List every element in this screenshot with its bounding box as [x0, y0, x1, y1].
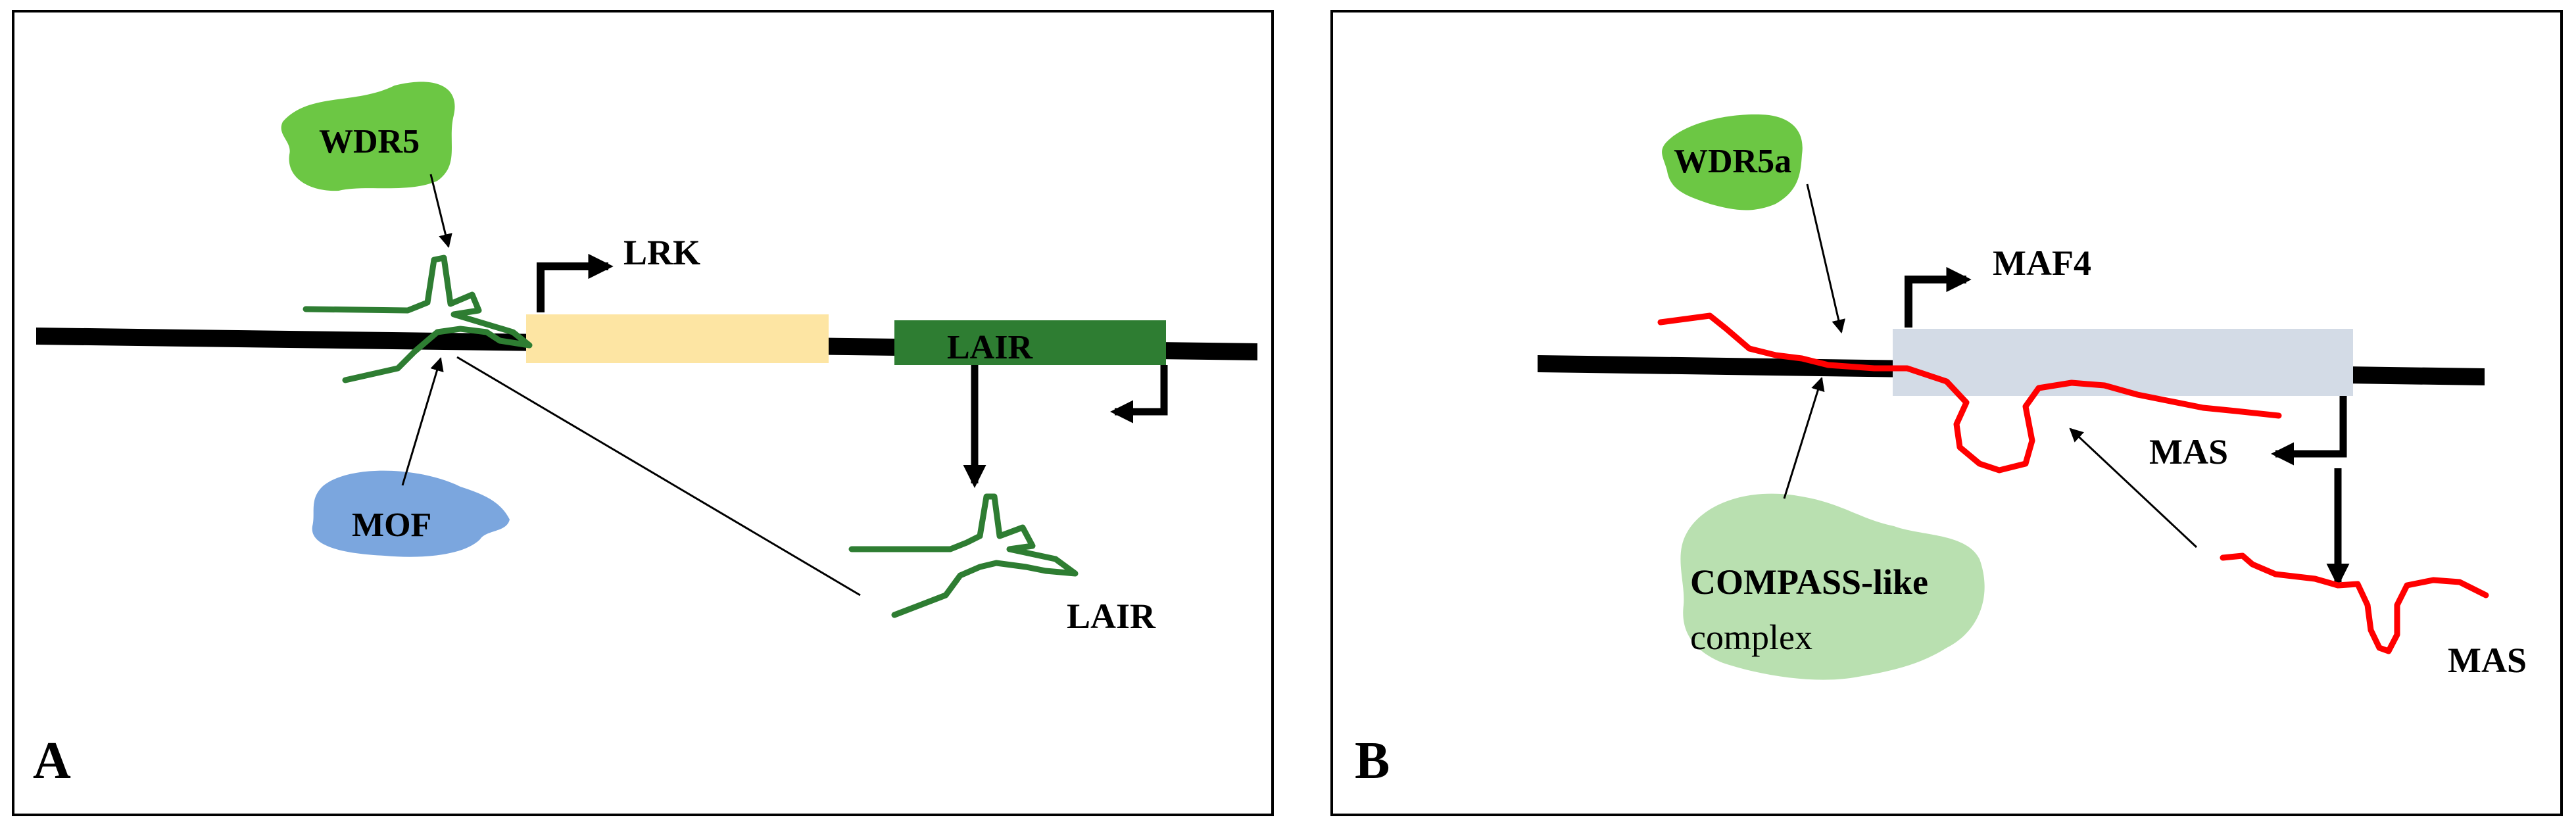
maf4-label: MAF4: [1993, 243, 2091, 283]
maf4-gene-box: [1893, 329, 2353, 396]
lrk-gene-box: [526, 314, 829, 363]
lair-rna-link-line: [456, 356, 861, 597]
mas-rna-link-arrow: [2069, 427, 2198, 549]
panel-b-letter: B: [1355, 732, 1390, 790]
lair-rna-label: LAIR: [1067, 597, 1156, 636]
lair-rna-at-locus: [303, 255, 533, 383]
compass-blob: [1680, 493, 1985, 680]
mas-arrow-label: MAS: [2149, 432, 2228, 472]
wdr5-pointer-arrow: [429, 174, 452, 249]
panel-a-letter: A: [33, 732, 71, 790]
lrk-label: LRK: [623, 233, 700, 272]
wdr5a-blob: [1662, 114, 1803, 210]
maf4-promoter-arrow: [1905, 266, 1972, 328]
mof-pointer-arrow: [401, 356, 444, 486]
compass-label-line2: complex: [1690, 618, 1812, 657]
compass-pointer-arrow: [1783, 376, 1825, 499]
lair-promoter-arrow: [1109, 365, 1168, 424]
lair-gene-label: LAIR: [947, 329, 1033, 366]
mas-rna-label: MAS: [2448, 641, 2527, 680]
compass-label-line1: COMPASS-like: [1690, 562, 1928, 602]
lair-rna-released: [848, 493, 1079, 618]
panel-a-frame: [12, 10, 1274, 816]
mas-rna-released: [2220, 552, 2489, 654]
mof-label: MOF: [352, 506, 431, 544]
wdr5-label: WDR5: [319, 123, 420, 160]
wdr5a-pointer-arrow: [1806, 183, 1845, 334]
panel-b-frame: [1330, 10, 2563, 816]
lrk-promoter-arrow: [537, 253, 614, 312]
lair-gene-box: [894, 320, 1166, 365]
mof-blob: [312, 470, 510, 557]
panel-b: MAF4 MAS MAS WDR5a COMPASS-like complex …: [1330, 10, 2563, 816]
wdr5a-label: WDR5a: [1674, 143, 1791, 180]
mas-promoter-arrow: [2270, 396, 2347, 466]
panel-a: LAIR LRK WDR5 MOF LAIR A: [12, 10, 1274, 816]
wdr5-blob: [281, 82, 455, 191]
mas-rna-at-locus: [1657, 312, 2282, 474]
